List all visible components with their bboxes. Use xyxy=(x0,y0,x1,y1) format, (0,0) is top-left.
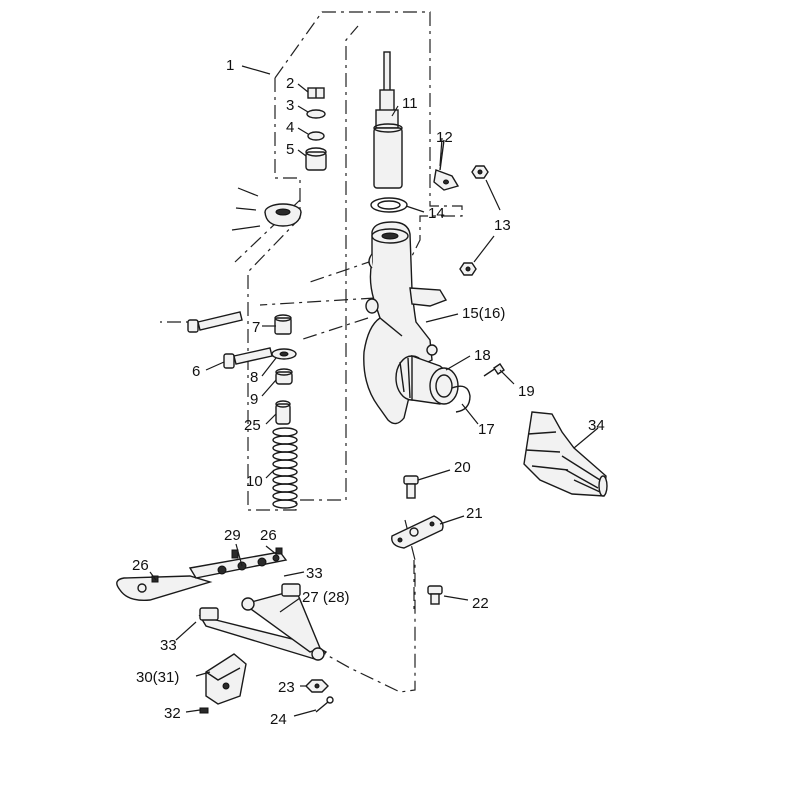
callout-7: 7 xyxy=(252,319,260,336)
dash-axis-1 xyxy=(234,199,301,263)
bracket-30 xyxy=(205,653,247,705)
bolt-22 xyxy=(427,585,443,605)
callout-18: 18 xyxy=(474,347,491,364)
cotter-pin-24 xyxy=(315,696,334,713)
washer-3 xyxy=(306,109,326,119)
callout-21: 21 xyxy=(466,505,483,522)
bushing-5 xyxy=(305,147,327,171)
callout-26-right: 26 xyxy=(260,527,277,544)
dash-axis-3 xyxy=(259,297,376,306)
callout-labels: 1 2 3 4 5 6 7 8 9 10 11 12 13 14 15(16) … xyxy=(132,57,605,728)
callout-11: 11 xyxy=(402,95,418,112)
callout-2: 2 xyxy=(286,75,294,92)
nut-13-lower xyxy=(459,262,477,276)
nut-13-upper xyxy=(471,165,489,179)
nut-23 xyxy=(305,679,329,693)
bracket-plate xyxy=(433,139,460,191)
callout-27-28: 27 (28) xyxy=(302,589,350,606)
callout-30-31: 30(31) xyxy=(136,669,179,686)
bolt-upper xyxy=(187,311,243,333)
callout-5: 5 xyxy=(286,141,294,158)
callout-34: 34 xyxy=(588,417,605,434)
coil-spring xyxy=(272,427,298,509)
callout-33-right: 33 xyxy=(306,565,323,582)
lower-a-arm xyxy=(198,583,328,661)
callout-3: 3 xyxy=(286,97,294,114)
drive-axle-shaft xyxy=(523,411,608,497)
callout-8: 8 xyxy=(250,369,258,386)
bolt-20 xyxy=(403,475,419,499)
dash-axis-4 xyxy=(299,317,369,341)
callout-33-left: 33 xyxy=(160,637,177,654)
bushing-7 xyxy=(274,314,292,335)
callout-32: 32 xyxy=(164,705,181,722)
upper-link-bar xyxy=(188,551,288,579)
strut-top-nut xyxy=(307,87,325,99)
callout-20: 20 xyxy=(454,459,471,476)
washer-4 xyxy=(307,131,325,141)
seal-ring xyxy=(370,197,408,213)
callout-15-16: 15(16) xyxy=(462,305,505,322)
washer-8 xyxy=(271,348,297,360)
callout-10: 10 xyxy=(246,473,263,490)
callout-13: 13 xyxy=(494,217,511,234)
pin-32 xyxy=(199,707,209,714)
callout-6: 6 xyxy=(192,363,200,380)
callout-17: 17 xyxy=(478,421,495,438)
group-outline-strut xyxy=(274,11,463,261)
steering-arm-plate xyxy=(391,515,444,549)
tie-rod xyxy=(116,575,213,601)
bolt-lower xyxy=(223,347,273,369)
callout-22: 22 xyxy=(472,595,489,612)
callout-12: 12 xyxy=(436,129,453,146)
callout-1: 1 xyxy=(226,57,234,74)
top-mount-cup xyxy=(231,187,302,231)
callout-19: 19 xyxy=(518,383,535,400)
steering-knuckle xyxy=(363,221,448,425)
callout-23: 23 xyxy=(278,679,295,696)
group-outline-lower xyxy=(299,519,416,693)
leader-lines xyxy=(149,65,599,717)
strut-shock-absorber xyxy=(373,51,403,189)
callout-26-left: 26 xyxy=(132,557,149,574)
bushing-25 xyxy=(275,400,291,425)
group-outline-left xyxy=(247,25,359,511)
callout-24: 24 xyxy=(270,711,287,728)
snap-ring xyxy=(451,385,471,413)
dash-axis-2 xyxy=(309,259,376,283)
callout-4: 4 xyxy=(286,119,294,136)
callout-14: 14 xyxy=(428,205,445,222)
bushing-9 xyxy=(275,368,293,385)
callout-9: 9 xyxy=(250,391,258,408)
grease-nipple xyxy=(483,363,505,377)
callout-29: 29 xyxy=(224,527,241,544)
callout-25: 25 xyxy=(244,417,261,434)
